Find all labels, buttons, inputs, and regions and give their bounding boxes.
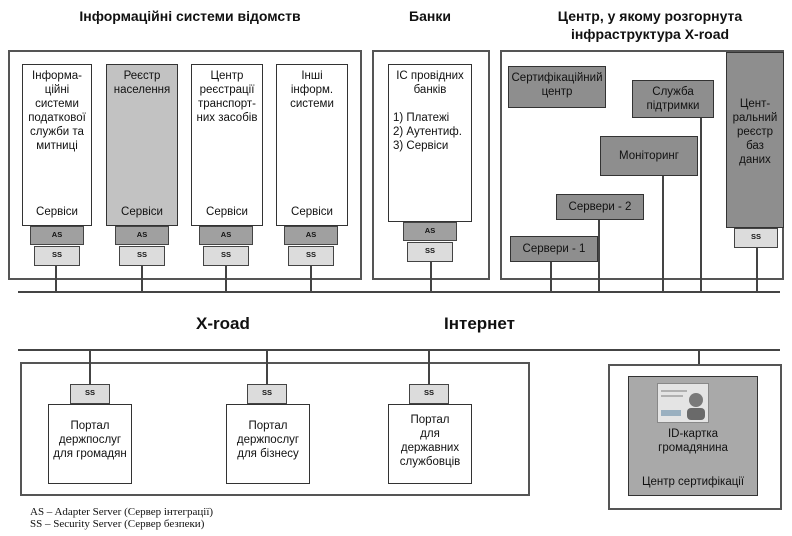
agency-system-label: Реєстр населення — [113, 70, 171, 96]
connector-servers1 — [550, 262, 552, 292]
portal-citizens: Портал держпослуг для громадян — [48, 404, 132, 484]
legend-as: AS – Adapter Server (Сервер інтеграції) — [30, 506, 214, 518]
servers-2-label: Сервери - 2 — [568, 201, 632, 213]
support-service-box: Служба підтримки — [632, 80, 714, 118]
connector-portal-1 — [89, 350, 91, 384]
servers-1-box: Сервери - 1 — [510, 236, 598, 262]
central-registry-label: Цент- ральний реєстр баз даних — [732, 98, 778, 166]
agency-system-label: Центр реєстрації транспорт- них засобів — [196, 70, 258, 124]
xroad-label: X-road — [196, 314, 250, 333]
portal-label: Портал держпослуг для громадян — [53, 420, 127, 460]
ss-tag: SS — [70, 384, 110, 404]
ss-tag: SS — [409, 384, 449, 404]
ss-tag: SS — [734, 228, 778, 248]
internet-label: Інтернет — [444, 314, 515, 333]
portal-civil-servants: Портал для державних службовців — [388, 404, 472, 484]
legend-ss: SS – Security Server (Сервер безпеки) — [30, 518, 205, 530]
connector-id-card — [698, 350, 700, 364]
agency-system-other: Інші інформ. системи Сервіси — [276, 64, 348, 226]
support-service-label: Служба підтримки — [646, 86, 700, 112]
connector-bank — [430, 262, 432, 292]
ss-tag: SS — [407, 242, 453, 262]
ss-tag: SS — [247, 384, 287, 404]
as-tag: AS — [284, 226, 338, 245]
central-registry-box: Цент- ральний реєстр баз даних — [726, 52, 784, 228]
xroad-bus — [18, 291, 780, 293]
as-tag: AS — [403, 222, 457, 241]
connector-monitoring — [662, 176, 664, 292]
agency-system-label: Інформа- ційні системи податкової служби… — [28, 70, 86, 152]
heading-banks: Банки — [409, 8, 451, 24]
connector-portal-3 — [428, 350, 430, 384]
connector-agency-1 — [55, 266, 57, 292]
connector-support — [700, 118, 702, 292]
bank-system-label: ІС провідних банків — [396, 70, 464, 96]
connector-agency-2 — [141, 266, 143, 292]
monitoring-label: Моніторинг — [619, 150, 679, 162]
heading-center-line1: Центр, у якому розгорнута — [557, 8, 743, 24]
id-card-label: ID-картка громадянина — [658, 428, 728, 454]
agency-services-label: Сервіси — [291, 206, 333, 218]
ss-tag: SS — [288, 246, 334, 266]
connector-portal-2 — [266, 350, 268, 384]
servers-1-label: Сервери - 1 — [522, 243, 586, 255]
internet-bus — [18, 349, 780, 351]
bank-services-list: 1) Платежі 2) Аутентиф. 3) Сервіси — [393, 112, 462, 152]
agency-services-label: Сервіси — [36, 206, 78, 218]
id-card-box: ID-картка громадянина Центр сертифікації — [628, 376, 758, 496]
connector-agency-3 — [225, 266, 227, 292]
connector-agency-4 — [310, 266, 312, 292]
ss-tag: SS — [203, 246, 249, 266]
ss-tag: SS — [119, 246, 165, 266]
agency-services-label: Сервіси — [121, 206, 163, 218]
agency-system-population-registry: Реєстр населення Сервіси — [106, 64, 178, 226]
id-card-photo-icon — [657, 383, 709, 423]
agency-system-label: Інші інформ. системи — [290, 70, 334, 110]
portal-label: Портал для державних службовців — [399, 414, 461, 468]
agency-system-tax: Інформа- ційні системи податкової служби… — [22, 64, 92, 226]
bank-system: ІС провідних банків 1) Платежі 2) Аутент… — [388, 64, 472, 222]
certification-center-box: Сертифікаційний центр — [508, 66, 606, 108]
as-tag: AS — [30, 226, 84, 245]
portal-label: Портал держпослуг для бізнесу — [236, 420, 300, 460]
cert-center-label: Центр сертифікації — [641, 476, 745, 488]
agency-services-label: Сервіси — [206, 206, 248, 218]
connector-registry — [756, 248, 758, 292]
portal-business: Портал держпослуг для бізнесу — [226, 404, 310, 484]
agency-system-vehicle-registration: Центр реєстрації транспорт- них засобів … — [191, 64, 263, 226]
as-tag: AS — [115, 226, 169, 245]
as-tag: AS — [199, 226, 253, 245]
servers-2-box: Сервери - 2 — [556, 194, 644, 220]
heading-center-line2: інфраструктура X-road — [570, 26, 730, 42]
monitoring-box: Моніторинг — [600, 136, 698, 176]
ss-tag: SS — [34, 246, 80, 266]
certification-center-label: Сертифікаційний центр — [511, 72, 603, 98]
connector-servers2 — [598, 220, 600, 292]
heading-agencies: Інформаційні системи відомств — [79, 8, 301, 24]
